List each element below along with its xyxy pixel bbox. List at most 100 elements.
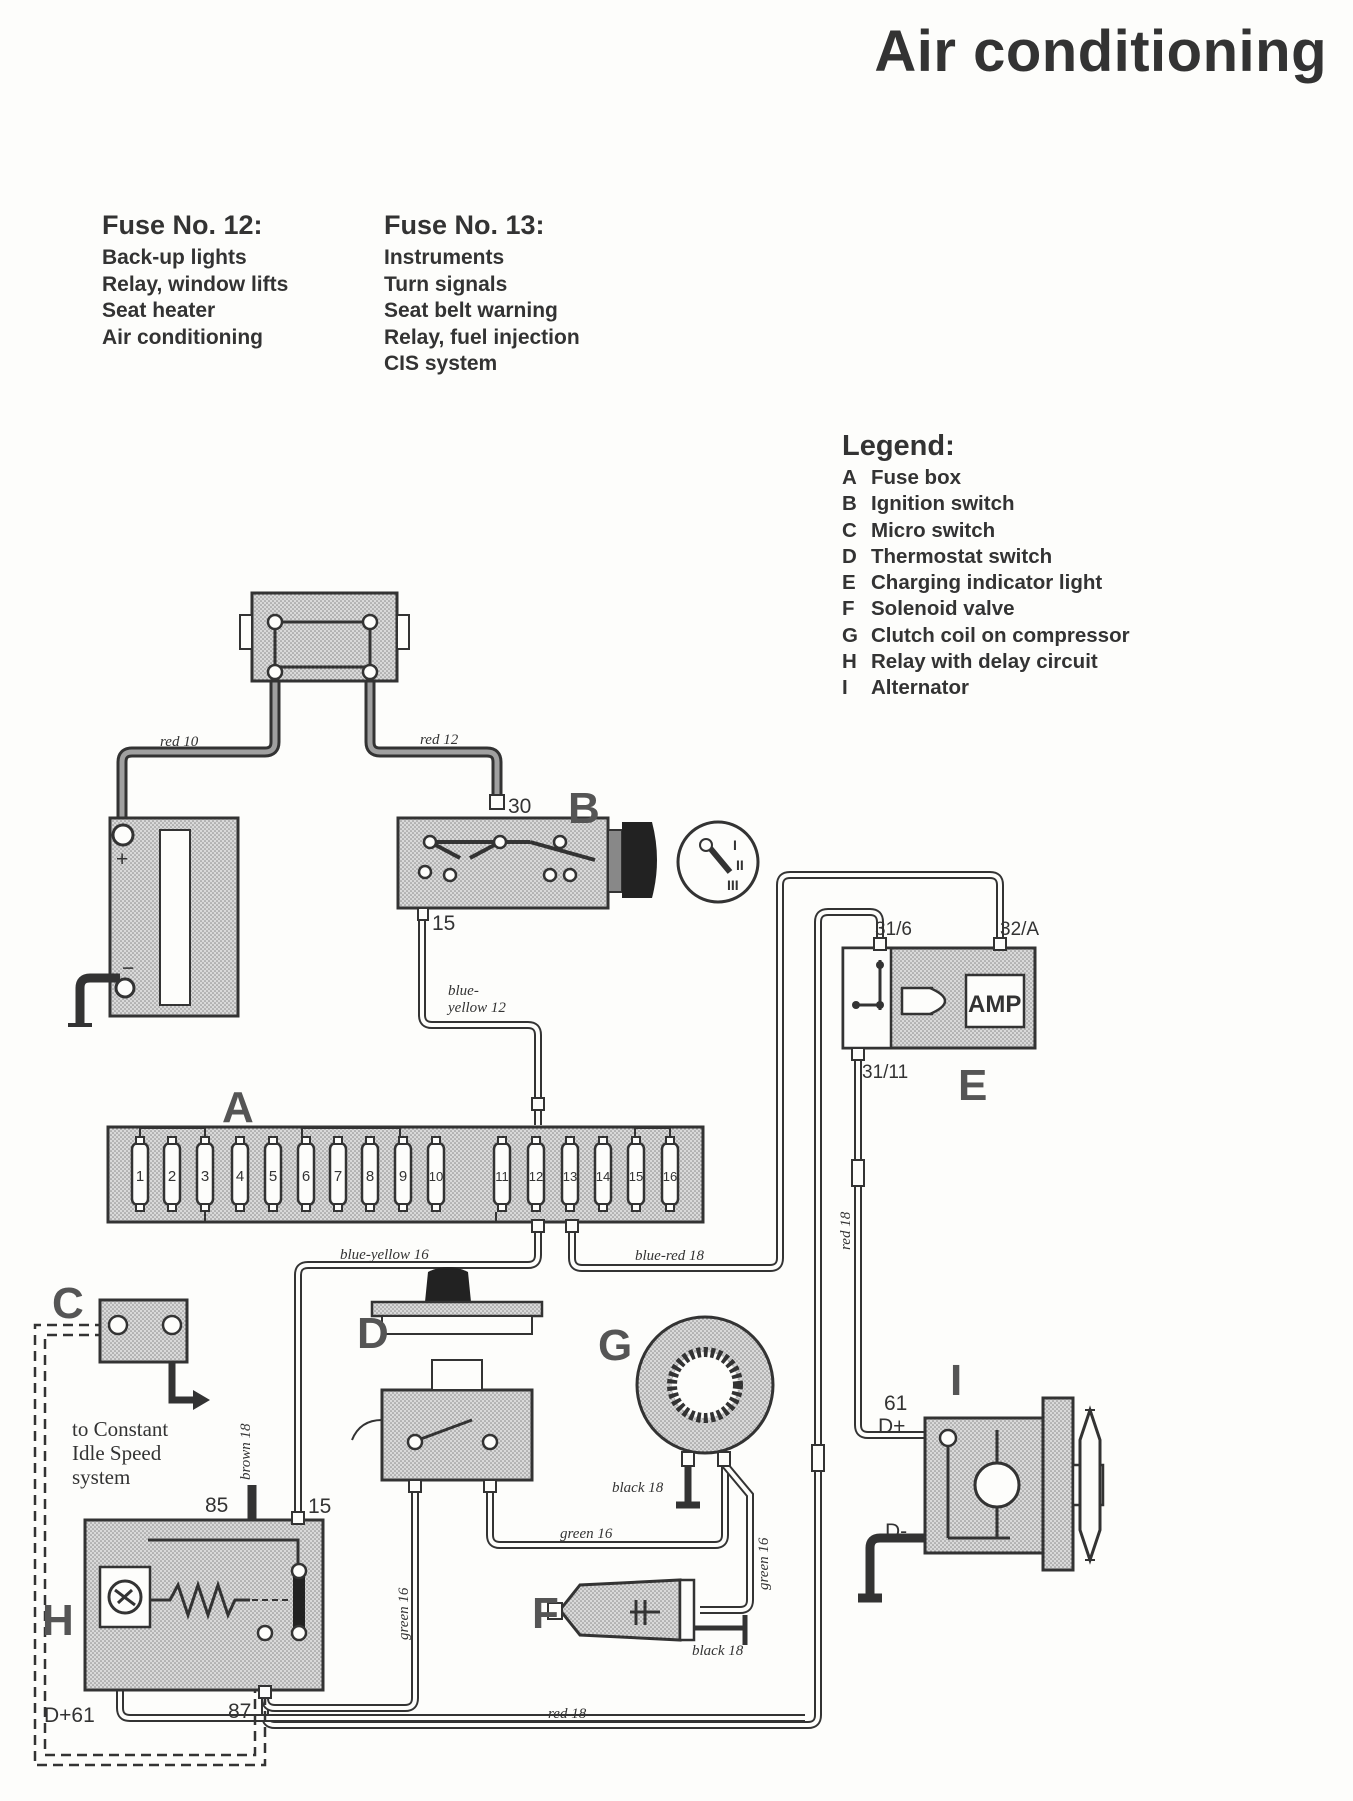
- idle-note-line: system: [72, 1465, 130, 1489]
- fuse-number-label: 16: [663, 1169, 677, 1184]
- fuse-number-label: 13: [563, 1169, 577, 1184]
- fuse-number-label: 12: [529, 1169, 543, 1184]
- battery: + −: [68, 816, 240, 1027]
- fuse-13-item: Instruments: [384, 246, 505, 269]
- fuse-8: 8: [360, 1136, 380, 1212]
- label-h: H: [42, 1596, 74, 1645]
- legend-heading: Legend:: [842, 430, 955, 462]
- fuse-12: 12: [526, 1136, 546, 1212]
- fuse-12-item: Back-up lights: [102, 246, 247, 269]
- fuse-number-label: 10: [429, 1169, 443, 1184]
- label-g: G: [598, 1321, 632, 1370]
- key-icon: [622, 822, 657, 898]
- terminal-15-relay: 15: [308, 1495, 331, 1518]
- wire-red-18-alternator: [854, 1055, 935, 1439]
- fuse-number-label: 6: [302, 1168, 310, 1185]
- terminal-30: 30: [508, 795, 531, 818]
- wire-label-green-16-right: green 16: [756, 1537, 772, 1590]
- wire-blue-yellow-16: [294, 1225, 542, 1518]
- fuse-number-label: 9: [399, 1168, 407, 1185]
- wire-red-10: [116, 670, 281, 820]
- wire-red-12: [364, 670, 503, 795]
- wire-green-16-f: [700, 1462, 754, 1614]
- junction-box: [239, 591, 410, 683]
- label-c: C: [52, 1279, 84, 1328]
- fuse-13-block: Fuse No. 13: Instruments Turn signals Se…: [384, 210, 580, 378]
- fuse-13-item: CIS system: [384, 352, 498, 375]
- fuse-13-item: Relay, fuel injection: [384, 325, 580, 349]
- amp-label: AMP: [968, 991, 1021, 1018]
- label-e: E: [958, 1061, 987, 1110]
- fuse-16: 16: [660, 1136, 680, 1212]
- fuse-number-label: 7: [334, 1168, 342, 1185]
- fuse-11: 11: [492, 1136, 512, 1212]
- fuse-number-label: 8: [366, 1168, 374, 1185]
- fuse-4: 4: [230, 1136, 250, 1212]
- label-f: F: [532, 1589, 559, 1638]
- terminal-87: 87: [228, 1700, 251, 1723]
- fuse-15: 15: [626, 1136, 646, 1212]
- fuse-12-heading: Fuse No. 12:: [102, 210, 263, 240]
- wire-connector: [811, 1444, 825, 1472]
- page-title: Air conditioning: [874, 19, 1327, 84]
- battery-positive-terminal: [111, 823, 135, 847]
- wire-connector: [851, 1159, 865, 1187]
- terminal-31-6: 31/6: [875, 919, 912, 940]
- arrow-right-icon: [193, 1390, 210, 1410]
- wire-d-plus-61: [116, 1690, 805, 1722]
- idle-note-line: to Constant: [72, 1417, 168, 1441]
- wire-red-18: [261, 908, 884, 1729]
- ignition-position-1: I: [733, 837, 737, 853]
- fuse-3: 3: [195, 1136, 215, 1212]
- fuse-number-label: 1: [136, 1168, 144, 1185]
- charging-indicator: AMP: [841, 937, 1037, 1061]
- wire-label-blue-yellow-16: blue-yellow 16: [340, 1247, 429, 1263]
- alternator: [858, 1396, 1105, 1603]
- wire-label-red-12: red 12: [420, 732, 459, 748]
- wire-label-green-16-vertical: green 16: [396, 1587, 412, 1640]
- wire-blue-red-18: [568, 871, 1004, 1272]
- fuse-14: 14: [593, 1136, 613, 1212]
- fuse-number-label: 11: [495, 1169, 509, 1184]
- battery-negative-terminal: [114, 977, 136, 999]
- wire-label-blue-red-18: blue-red 18: [635, 1248, 705, 1264]
- fuse-13: 13: [560, 1136, 580, 1212]
- fuse-9: 9: [393, 1136, 413, 1212]
- micro-switch: [98, 1298, 189, 1364]
- wire-blue-yellow-12: [418, 918, 542, 1125]
- label-b: B: [568, 784, 600, 833]
- thermostat-switch: [351, 1267, 544, 1493]
- fuse-number-label: 2: [168, 1168, 176, 1185]
- label-a: A: [222, 1083, 254, 1132]
- fuse-12-block: Fuse No. 12: Back-up lights Relay, windo…: [102, 210, 288, 351]
- label-i: I: [950, 1356, 962, 1405]
- fuse-number-label: 3: [201, 1168, 209, 1185]
- fuse-number-label: 4: [236, 1168, 244, 1185]
- delay-relay: [83, 1511, 325, 1699]
- fuse-13-item: Turn signals: [384, 272, 508, 296]
- wire-label-green-16: green 16: [560, 1526, 613, 1542]
- solenoid-valve: [547, 1578, 748, 1645]
- fuse-number-label: 5: [269, 1168, 277, 1185]
- ignition-switch: I II III: [396, 794, 760, 921]
- fuse-12-item: Seat heater: [102, 299, 216, 322]
- fuse-6: 6: [296, 1136, 316, 1212]
- terminal-32-a: 32/A: [1000, 919, 1039, 940]
- terminal-31-11: 31/11: [862, 1062, 908, 1083]
- terminal-d-plus: D+: [878, 1415, 905, 1438]
- battery-plus-label: +: [116, 848, 128, 871]
- fuse-12-item: Air conditioning: [102, 325, 263, 349]
- ignition-position-3: III: [727, 877, 739, 893]
- wire-label-black-18-bottom: black 18: [692, 1643, 744, 1659]
- fuse-1: 1: [130, 1136, 150, 1212]
- wire-label-blue-yellow-12-b: yellow 12: [446, 1000, 506, 1016]
